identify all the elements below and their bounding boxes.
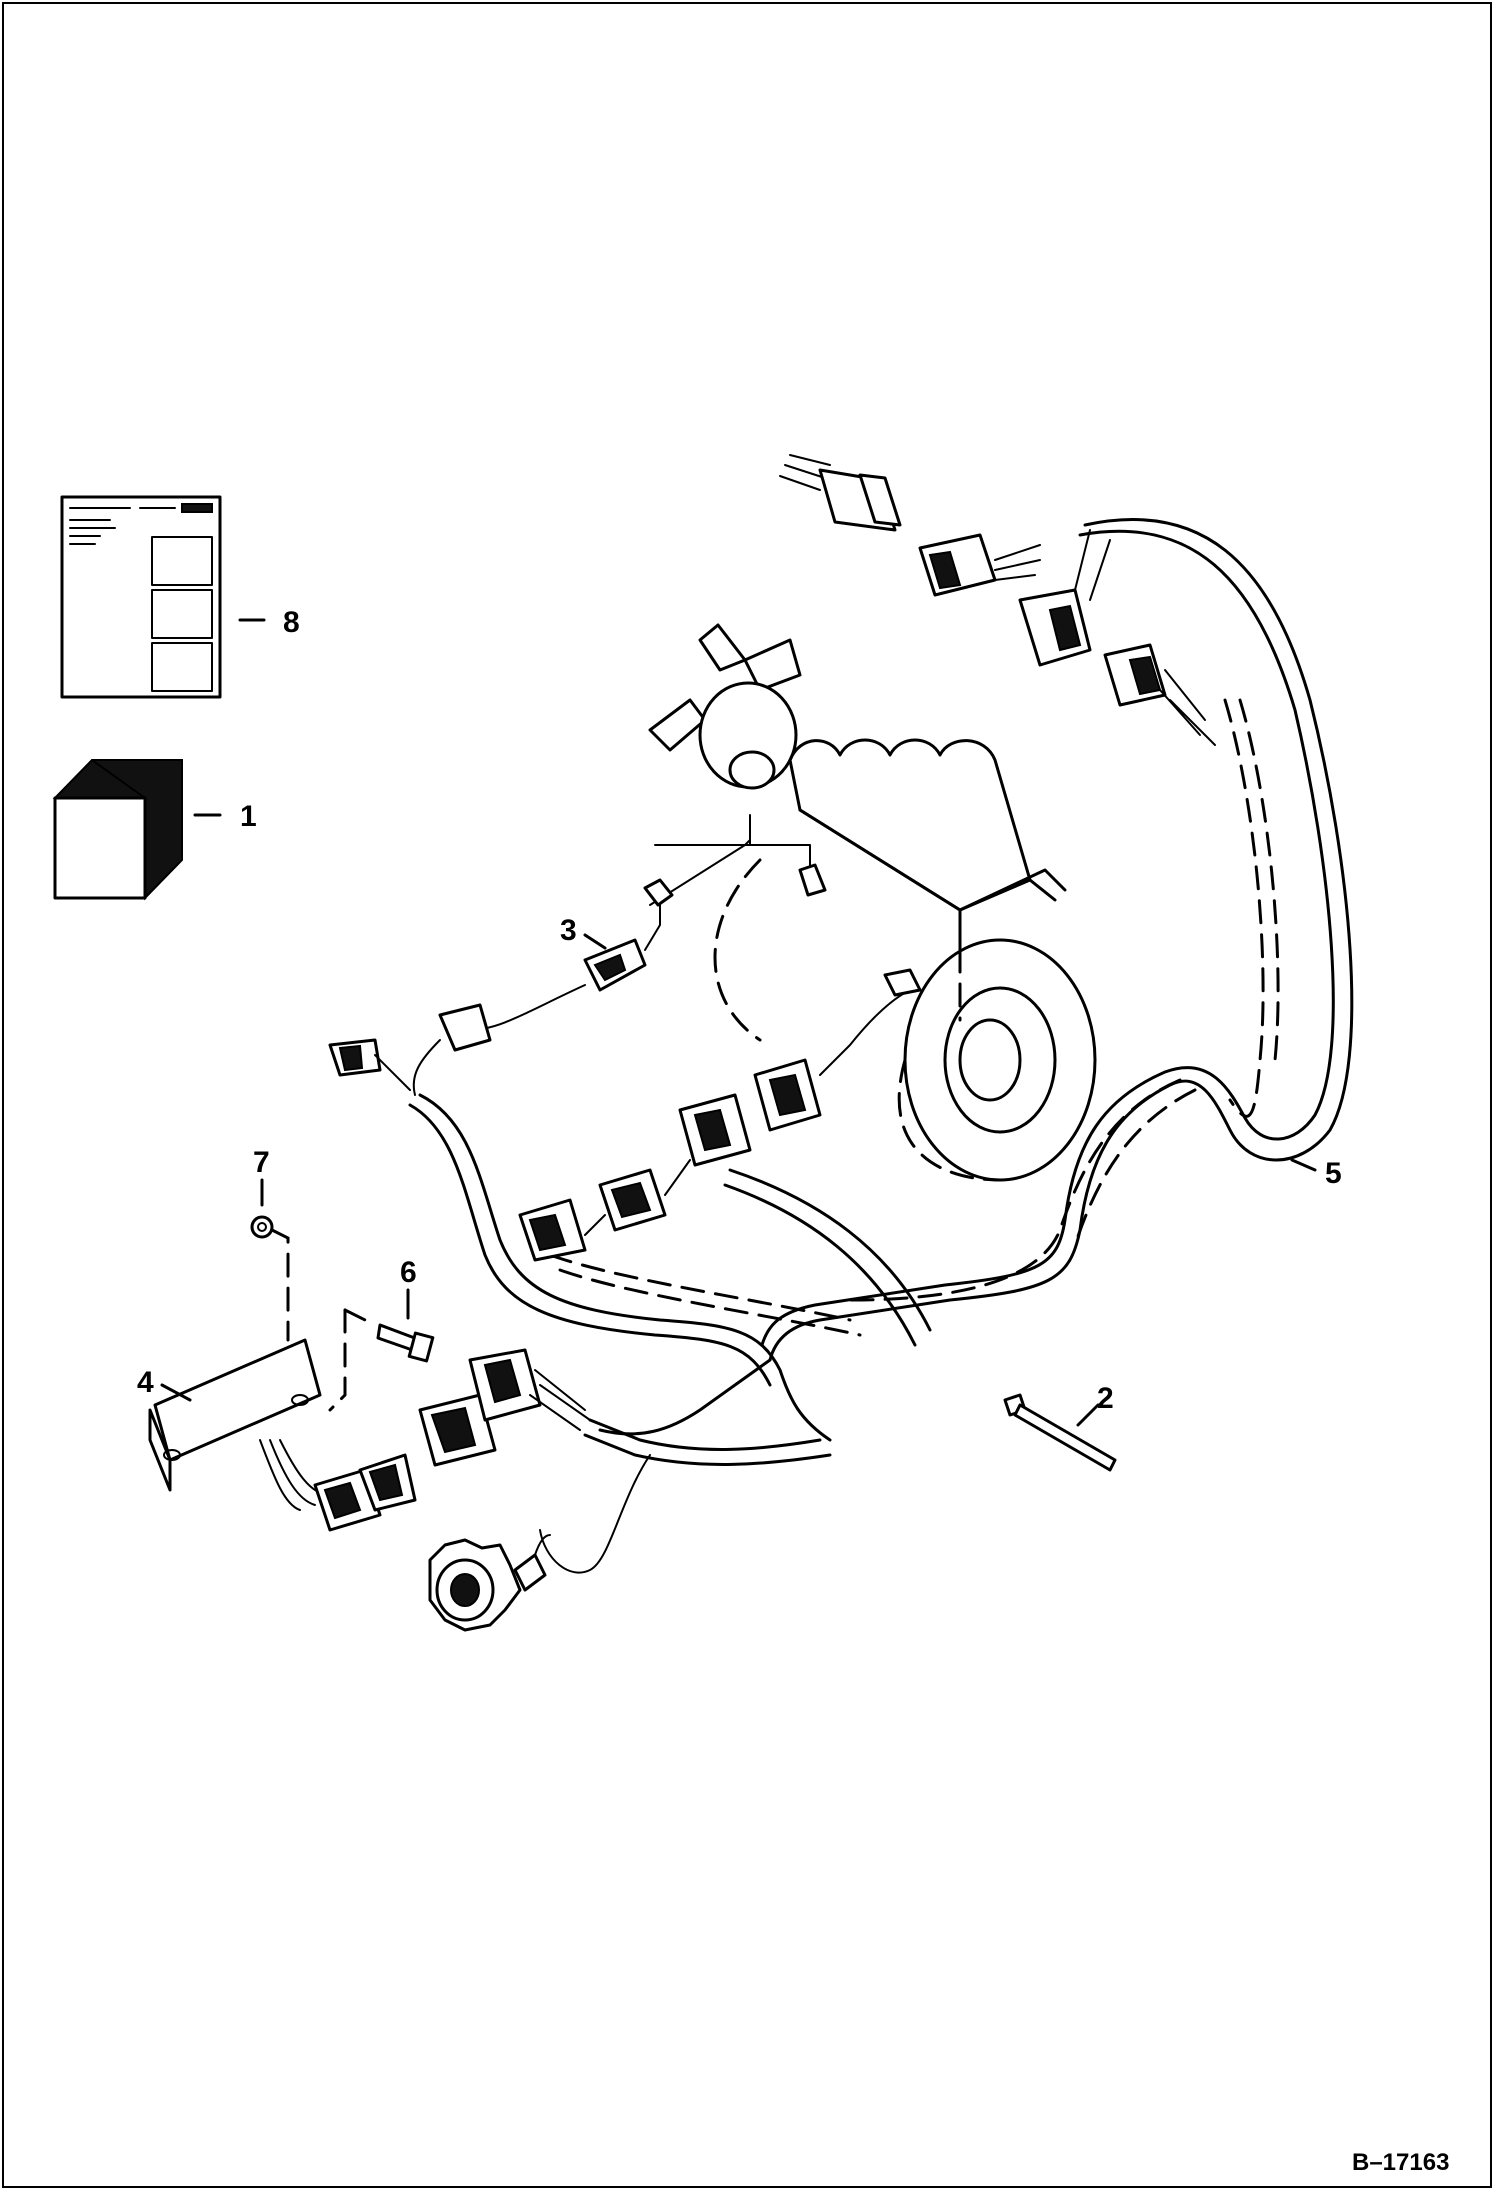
controller-box: [52, 759, 183, 901]
callout-1: 1: [240, 800, 257, 833]
callout-8: 8: [283, 606, 300, 639]
main-harness: [408, 517, 1354, 1574]
mounting-bracket: [148, 1338, 322, 1492]
nut: [250, 1215, 290, 1342]
callout-7: 7: [253, 1146, 270, 1179]
callout-4: 4: [137, 1366, 154, 1399]
top-connectors: [779, 454, 1216, 746]
bracket-connectors: [259, 1348, 591, 1532]
mid-connectors: [518, 968, 922, 1262]
engine-outline: [648, 623, 1097, 1182]
gear-sensor: [428, 1534, 551, 1632]
sensor-pigtail: [328, 814, 827, 1096]
leader-line-4: [160, 1383, 192, 1402]
callout-3: 3: [560, 914, 577, 947]
callout-5: 5: [1325, 1157, 1342, 1190]
bolt: [328, 1308, 435, 1412]
leader-line-2: [1076, 1403, 1100, 1427]
callout-2: 2: [1097, 1382, 1114, 1415]
leader-line-5: [1290, 1158, 1317, 1172]
cable-tie: [1003, 1393, 1117, 1472]
instruction-sheet: [60, 495, 222, 699]
leader-line-3: [583, 933, 607, 950]
callout-6: 6: [400, 1256, 417, 1289]
figure-code: B–17163: [1352, 2149, 1449, 2176]
